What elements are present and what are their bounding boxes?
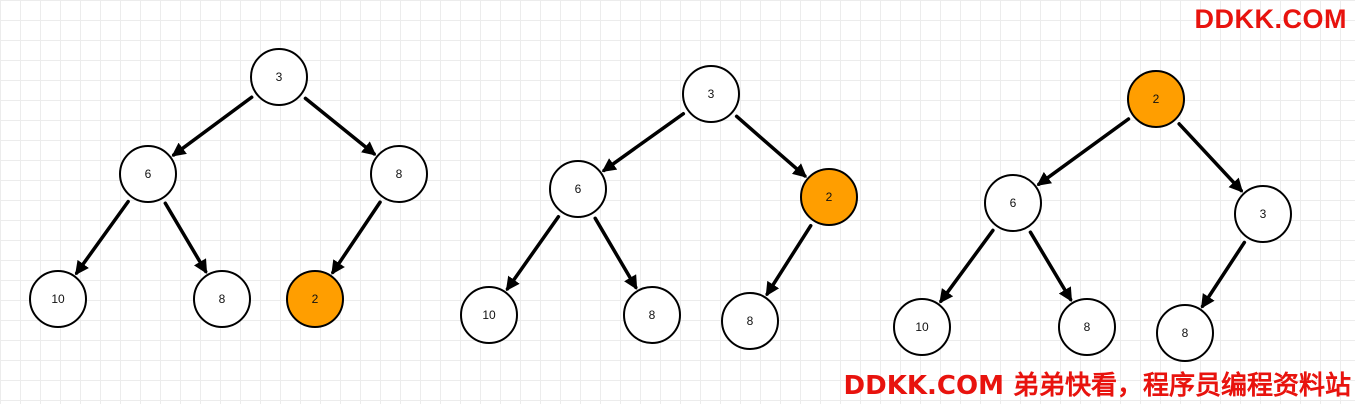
edge-arrow-right-to-right-left: [765, 223, 813, 297]
node-label: 8: [649, 308, 656, 322]
node-circle: [193, 270, 251, 328]
node-label: 2: [312, 292, 319, 306]
node-left: 6: [119, 145, 177, 203]
edge-arrow-root-to-right: [303, 96, 377, 156]
node-label: 3: [1260, 207, 1267, 221]
node-label: 2: [1153, 92, 1160, 106]
node-label: 8: [1182, 326, 1189, 340]
node-circle: [721, 292, 779, 350]
node-right-left: 2: [286, 270, 344, 328]
node-circle: [119, 145, 177, 203]
edge-arrow-root-to-right: [734, 114, 808, 178]
node-label: 8: [219, 292, 226, 306]
node-right: 2: [800, 168, 858, 226]
node-circle: [1234, 185, 1292, 243]
node-left-right: 8: [1058, 298, 1116, 356]
node-circle: [549, 160, 607, 218]
node-circle: [460, 286, 518, 344]
edge-arrow-root-to-left: [601, 112, 686, 173]
node-label: 2: [826, 190, 833, 204]
node-circle: [250, 48, 308, 106]
node-left-left: 10: [29, 270, 87, 328]
node-right: 8: [370, 145, 428, 203]
node-label: 8: [747, 314, 754, 328]
tree-3: 2 6 3 10 8 8: [893, 70, 1292, 362]
node-label: 10: [915, 320, 929, 334]
edge-arrow-left-to-left-left: [939, 228, 995, 304]
edge-arrow-left-to-left-right: [163, 201, 208, 274]
node-circle: [29, 270, 87, 328]
node-root: 3: [250, 48, 308, 106]
node-label: 8: [396, 167, 403, 181]
node-right-left: 8: [721, 292, 779, 350]
node-root: 2: [1127, 70, 1185, 128]
tree-2: 3 6 2 10 8 8: [460, 65, 858, 350]
node-circle: [370, 145, 428, 203]
tree-1: 3 6 8 10 8 2: [29, 48, 428, 328]
edge-arrow-root-to-left: [1036, 117, 1131, 186]
node-label: 6: [575, 182, 582, 196]
node-right: 3: [1234, 185, 1292, 243]
edge-arrow-right-to-right-left: [1200, 240, 1247, 309]
node-root: 3: [682, 65, 740, 123]
node-circle: [1058, 298, 1116, 356]
edge-arrow-left-to-left-right: [593, 216, 638, 290]
node-circle: [682, 65, 740, 123]
node-left: 6: [549, 160, 607, 218]
node-label: 3: [276, 70, 283, 84]
watermark-bottom: DDKK.COM 弟弟快看，程序员编程资料站: [843, 371, 1351, 401]
edge-arrow-root-to-left: [171, 95, 254, 157]
node-circle: [1127, 70, 1185, 128]
node-label: 6: [145, 167, 152, 181]
node-right-left: 8: [1156, 304, 1214, 362]
node-left-right: 8: [623, 286, 681, 344]
node-left-right: 8: [193, 270, 251, 328]
node-circle: [893, 298, 951, 356]
node-left-left: 10: [893, 298, 951, 356]
edge-arrow-left-to-left-left: [74, 199, 130, 276]
node-label: 10: [51, 292, 65, 306]
edge-arrow-right-to-right-left: [331, 200, 382, 275]
edge-arrow-left-to-left-left: [505, 215, 561, 292]
node-label: 6: [1010, 196, 1017, 210]
edge-arrow-root-to-right: [1177, 122, 1244, 193]
edge-arrow-left-to-left-right: [1028, 230, 1073, 302]
node-circle: [286, 270, 344, 328]
node-left: 6: [984, 174, 1042, 232]
node-label: 8: [1084, 320, 1091, 334]
node-circle: [623, 286, 681, 344]
node-circle: [984, 174, 1042, 232]
node-left-left: 10: [460, 286, 518, 344]
node-circle: [800, 168, 858, 226]
node-label: 10: [482, 308, 496, 322]
node-label: 3: [708, 87, 715, 101]
node-circle: [1156, 304, 1214, 362]
watermark-top: DDKK.COM: [1194, 4, 1347, 34]
